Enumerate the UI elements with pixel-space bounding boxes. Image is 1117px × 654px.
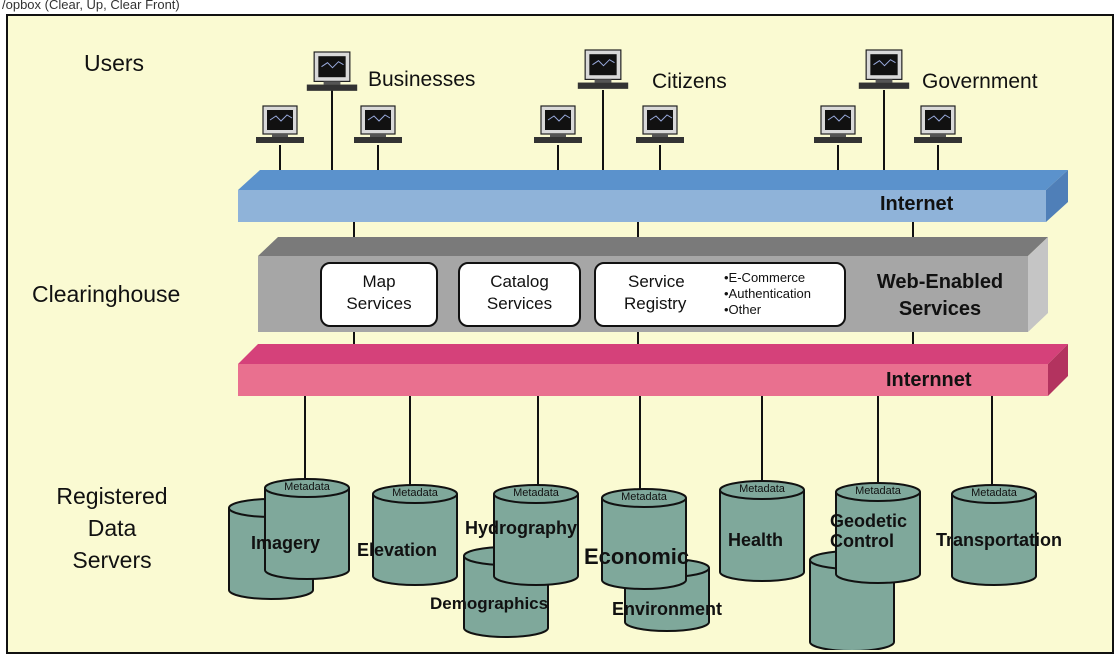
service-registry-line-2: Registry xyxy=(624,294,687,313)
server-label-imagery: Imagery xyxy=(251,533,321,553)
server-cylinder xyxy=(601,488,687,590)
server-label-economic: Economic xyxy=(584,544,690,569)
computer-icon xyxy=(354,105,402,143)
metadata-tag: Metadata xyxy=(971,487,1017,499)
server-label-environment: Environment xyxy=(612,599,723,619)
computer-icon xyxy=(858,49,910,89)
web-enabled-services-label: Web-Enabled Services xyxy=(855,269,1025,323)
metadata-tag: Metadata xyxy=(621,491,667,503)
geodetic-control-text: Geodetic Control xyxy=(830,511,908,551)
user-group-businesses: Businesses xyxy=(368,68,476,91)
metadata-tag: Metadata xyxy=(392,487,438,499)
catalog-services-line-1: Catalog xyxy=(490,272,549,291)
internnet-label: Internnet xyxy=(886,369,972,391)
server-cylinder xyxy=(835,482,921,584)
catalog-services-line-2: Services xyxy=(486,294,553,313)
metadata-tag: Metadata xyxy=(284,481,330,493)
catalog-services-box: Catalog Services xyxy=(458,262,581,327)
service-registry-line-1: Service xyxy=(628,272,685,291)
metadata-tag: Metadata xyxy=(513,487,559,499)
computer-icon xyxy=(914,105,962,143)
computer-icon xyxy=(636,105,684,143)
server-label-health: Health xyxy=(728,530,784,550)
bullet-authentication: •Authentication xyxy=(724,286,811,301)
service-registry-box: Service Registry xyxy=(594,262,846,327)
web-enabled-line-1: Web-Enabled xyxy=(876,271,1004,293)
map-services-box: Map Services xyxy=(320,262,438,327)
connector-lines xyxy=(279,90,993,496)
map-services-line-1: Map xyxy=(362,272,396,291)
server-label-geodetic-control: Geodetic Control xyxy=(830,511,930,551)
internnet-bar xyxy=(238,344,1068,396)
computer-icon xyxy=(256,105,304,143)
data-server-cylinders xyxy=(228,478,1037,650)
server-label-transportation: Transportation xyxy=(936,530,1063,550)
server-cylinder xyxy=(264,478,350,580)
server-label-demographics: Demographics xyxy=(430,594,549,613)
server-label-elevation: Elevation xyxy=(357,540,438,560)
layer-label-servers-line-2: Data xyxy=(87,515,137,541)
server-cylinder xyxy=(951,484,1037,586)
server-cylinder xyxy=(719,480,805,582)
layer-label-servers-line-3: Servers xyxy=(72,547,152,573)
metadata-tag: Metadata xyxy=(855,485,901,497)
metadata-tag: Metadata xyxy=(739,483,785,495)
bullet-other: •Other xyxy=(724,302,762,317)
user-computers xyxy=(256,49,962,143)
user-group-citizens: Citizens xyxy=(652,70,727,93)
server-cylinder xyxy=(493,484,579,586)
map-services-line-2: Services xyxy=(346,294,412,313)
figure-caption: /opbox (Clear, Up, Clear Front) xyxy=(2,0,180,12)
computer-icon xyxy=(306,51,358,91)
user-group-government: Government xyxy=(922,70,1038,93)
server-label-hydrography: Hydrography xyxy=(465,518,578,538)
server-cylinder xyxy=(372,484,458,586)
layer-label-servers: Registered Data Servers xyxy=(52,480,172,576)
layer-label-servers-line-1: Registered xyxy=(56,483,168,509)
layer-label-clearinghouse: Clearinghouse xyxy=(32,281,181,307)
bullet-e-commerce: •E-Commerce xyxy=(724,270,806,285)
internet-label: Internet xyxy=(880,193,954,215)
layer-label-users: Users xyxy=(84,50,145,76)
web-enabled-line-2: Services xyxy=(898,298,982,320)
computer-icon xyxy=(534,105,582,143)
service-registry-bullets: •E-Commerce •Authentication •Other xyxy=(724,270,811,318)
internet-bar xyxy=(238,170,1068,222)
computer-icon xyxy=(577,49,629,89)
computer-icon xyxy=(814,105,862,143)
